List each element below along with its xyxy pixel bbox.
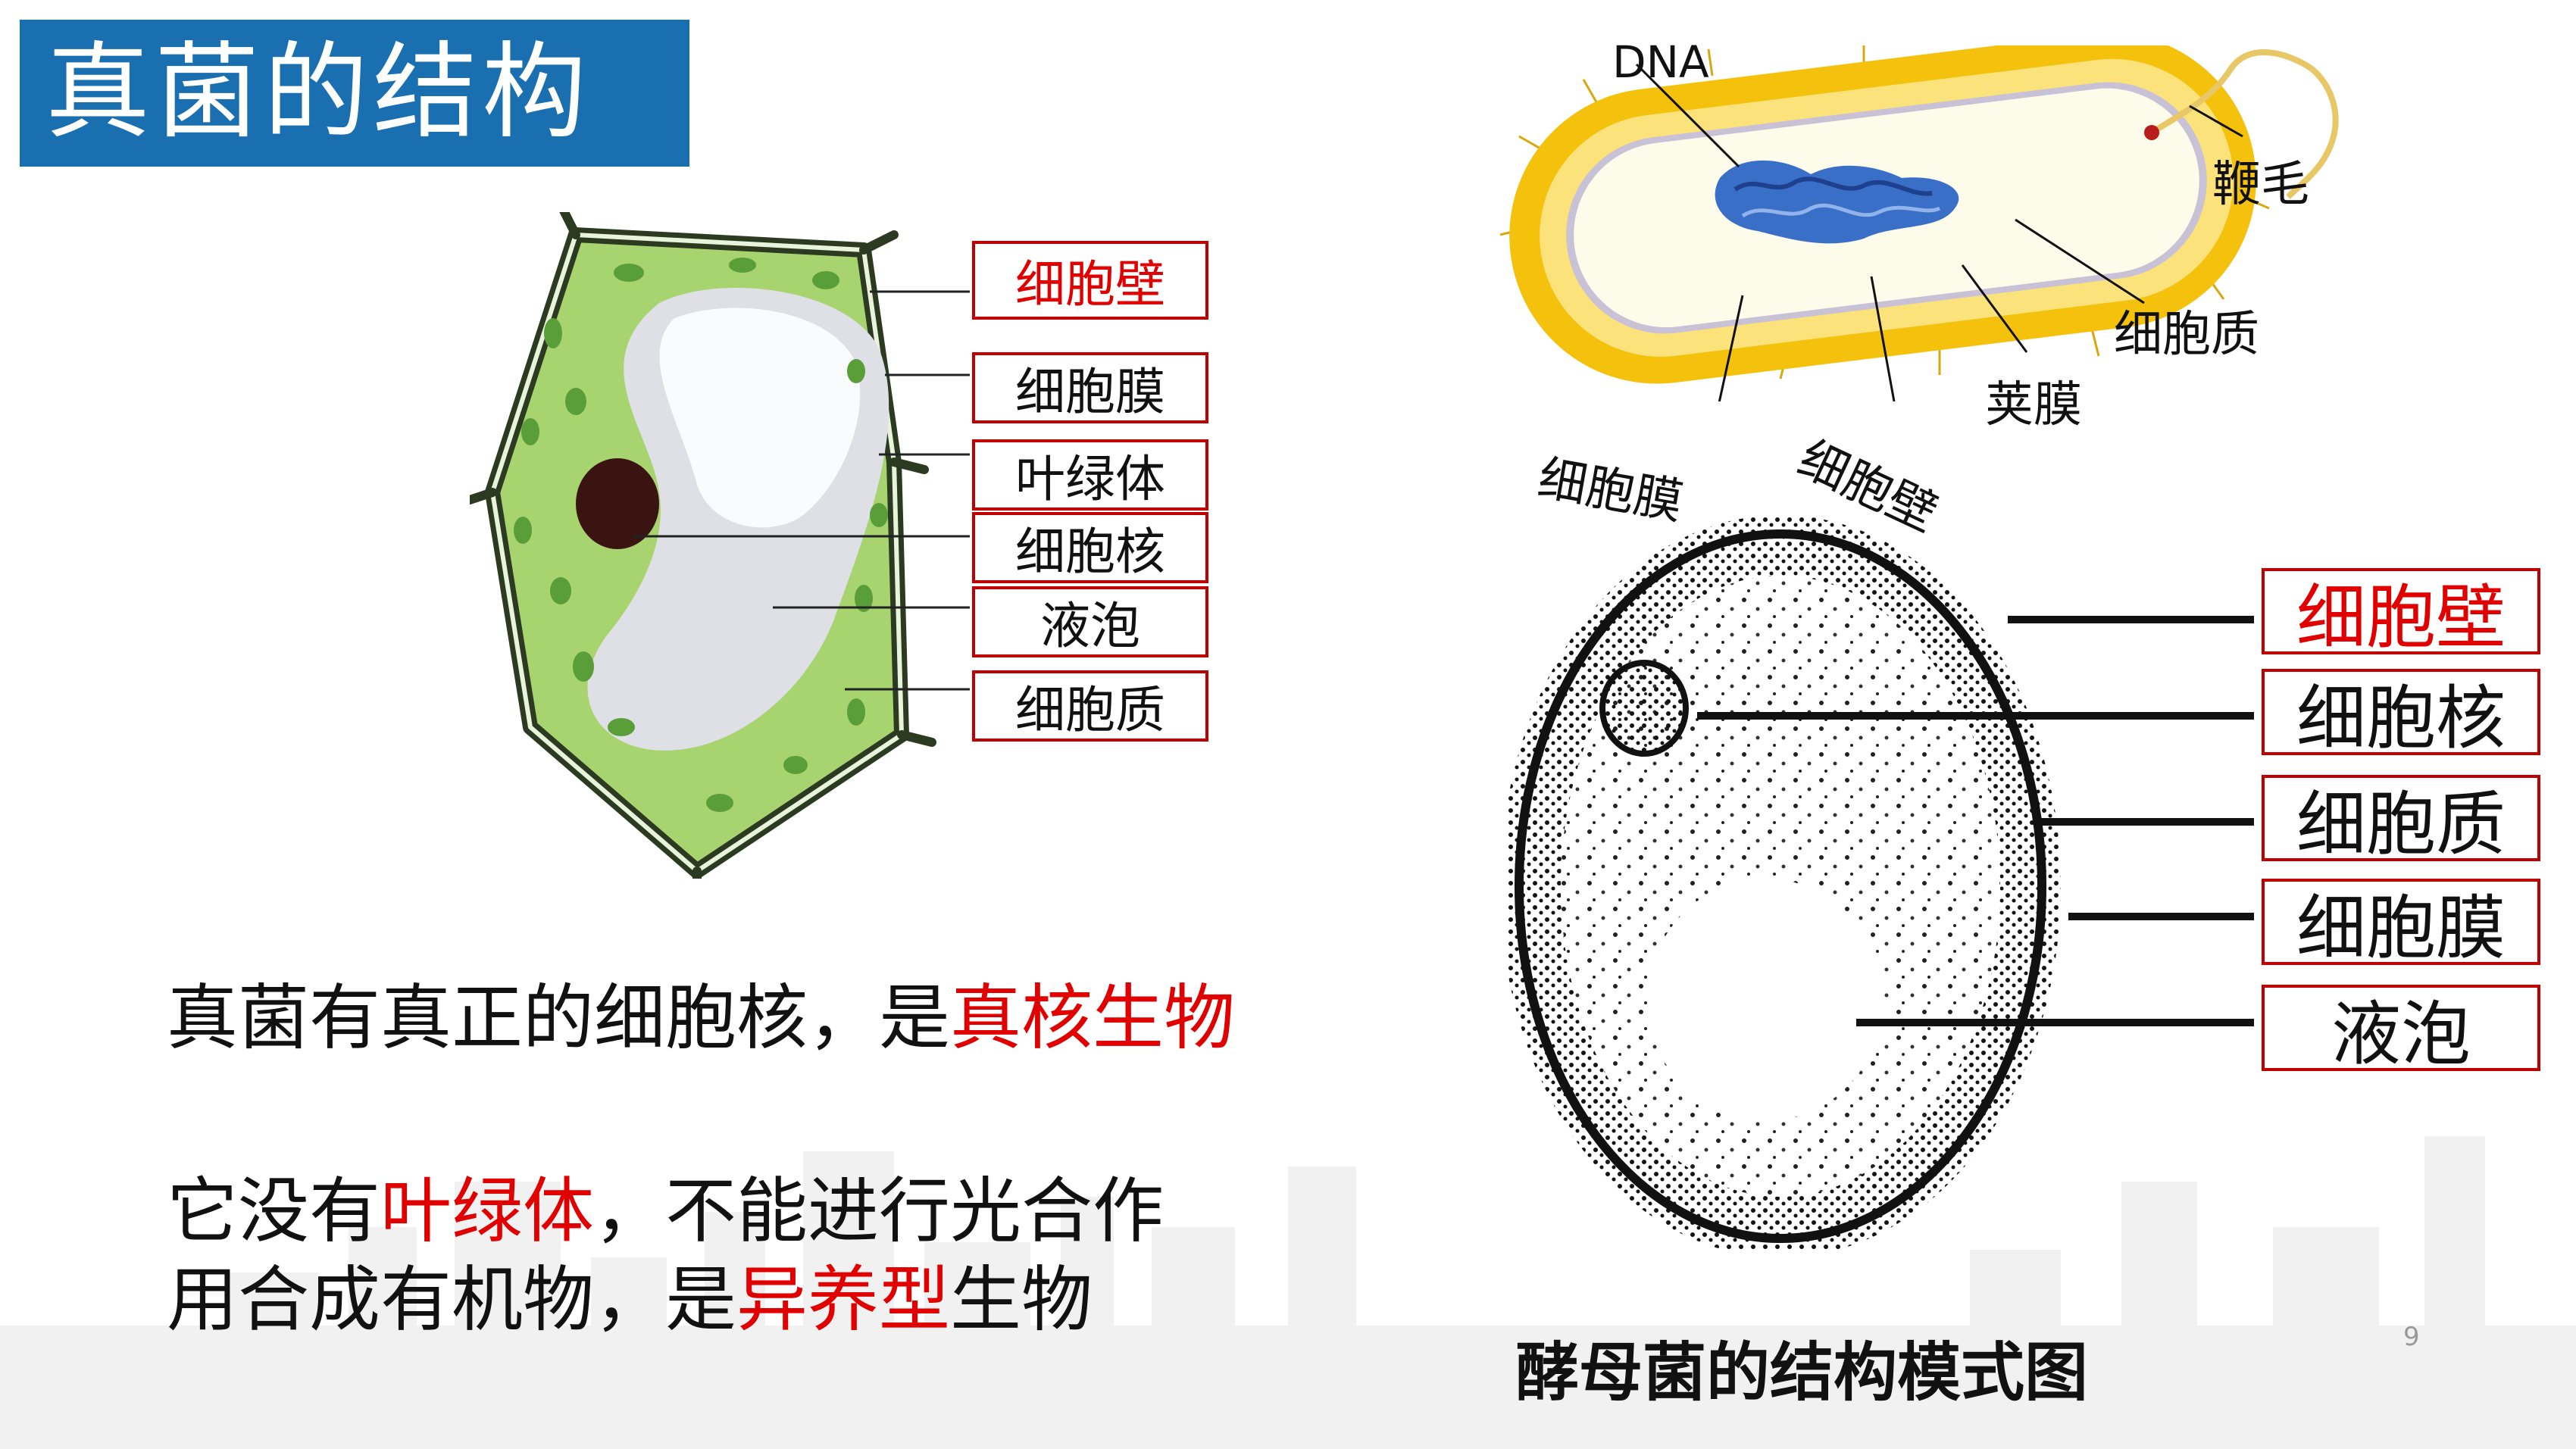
paragraph2-line1-b: ，不能进行光合作 [594,1170,1165,1253]
paragraph2-line2-b: 生物 [950,1259,1093,1341]
bacteria-label-flagellum: 鞭毛 [2212,157,2309,213]
paragraph-eukaryote-text: 真菌有真正的细胞核，是 [167,977,951,1060]
page-number: 9 [2403,1322,2420,1352]
paragraph2-line1-a: 它没有 [167,1170,381,1253]
plant-label-cell-wall: 细胞壁 [972,241,1208,320]
yeast-label-nucleus: 细胞核 [2262,669,2540,759]
paragraph-heterotroph-line2: 用合成有机物，是异养型生物 [167,1259,1093,1342]
plant-label-cell-membrane: 细胞膜 [972,352,1208,423]
title-banner [20,20,689,167]
paragraph-eukaryote-highlight: 真核生物 [950,977,1236,1060]
paragraph2-line2-highlight: 异养型 [736,1259,951,1341]
bacteria-label-capsule: 荚膜 [1985,377,2082,433]
yeast-label-cell-wall: 细胞壁 [2262,568,2540,658]
bacteria-diagram [1499,45,2339,401]
bacteria-label-cytoplasm: 细胞质 [2114,307,2259,363]
paragraph2-line2-a: 用合成有机物，是 [167,1259,737,1341]
yeast-label-cell-membrane: 细胞膜 [2262,879,2540,969]
plant-cell-diagram [470,212,970,879]
plant-label-cytoplasm: 细胞质 [972,670,1208,742]
plant-label-nucleus: 细胞核 [972,512,1208,583]
paragraph2-line1-highlight: 叶绿体 [380,1170,595,1253]
plant-label-chloroplast: 叶绿体 [972,439,1208,511]
paragraph-eukaryote: 真菌有真正的细胞核，是真核生物 [167,977,1235,1060]
bacteria-label-dna: DNA [1612,36,1709,88]
yeast-cell-diagram [1508,515,2254,1250]
yeast-label-cytoplasm: 细胞质 [2262,775,2540,865]
paragraph-heterotroph-line1: 它没有叶绿体，不能进行光合作 [167,1170,1164,1254]
page-title: 真菌的结构 [45,31,592,153]
yeast-label-vacuole: 液泡 [2262,985,2540,1075]
yeast-caption: 酵母菌的结构模式图 [1515,1335,2089,1410]
plant-label-vacuole: 液泡 [972,586,1208,657]
